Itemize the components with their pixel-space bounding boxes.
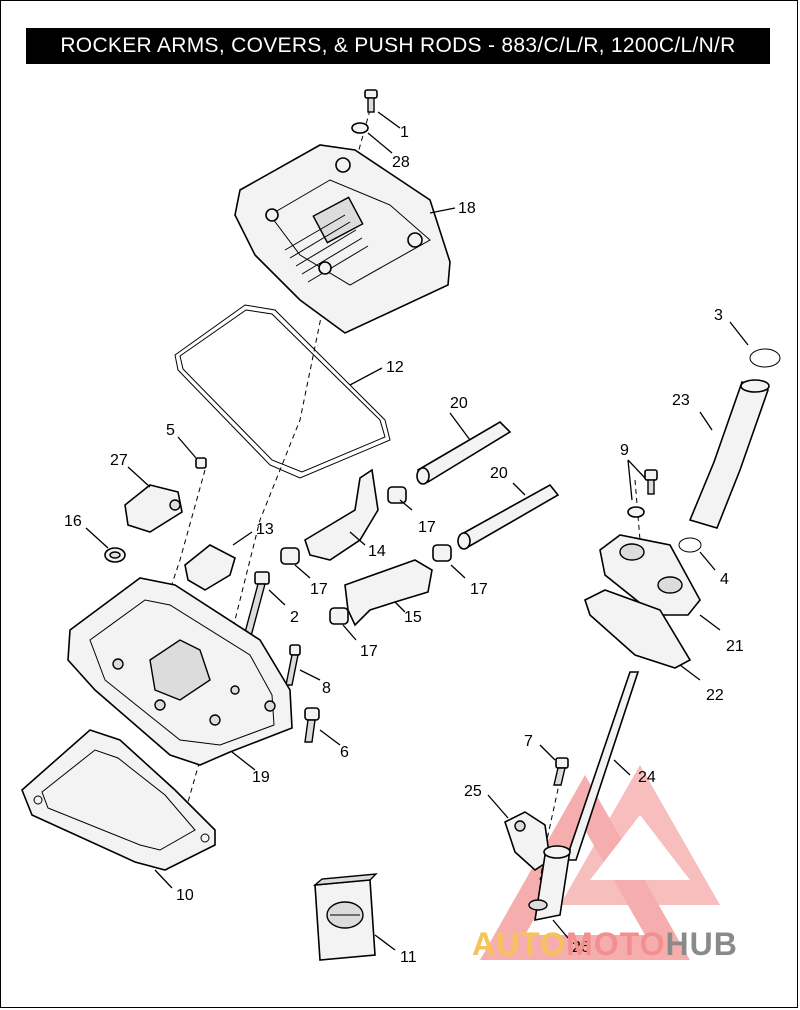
part-11-kit-box — [312, 873, 378, 961]
callout-12: 12 — [386, 359, 404, 376]
part-14-rocker-arm — [304, 468, 379, 561]
part-6-bolt — [304, 707, 320, 743]
callout-20-upper: 20 — [450, 395, 468, 412]
part-10-housing-gasket — [21, 729, 216, 871]
part-28-washer — [351, 122, 369, 134]
callout-leaders — [85, 111, 749, 951]
watermark-text: AUTOMOTOHUB — [472, 926, 738, 963]
part-13-gasket — [184, 544, 236, 591]
part-19-rocker-housing — [67, 577, 293, 766]
callout-11: 11 — [400, 949, 417, 966]
part-18-rocker-cover — [234, 144, 451, 334]
part-16-grommet — [104, 547, 126, 563]
callout-3: 3 — [714, 307, 723, 324]
callout-24: 24 — [638, 769, 656, 786]
callout-6: 6 — [340, 744, 349, 761]
callout-5: 5 — [166, 422, 175, 439]
callout-4: 4 — [720, 571, 729, 588]
callout-17-b: 17 — [310, 581, 328, 598]
callout-20-lower: 20 — [490, 465, 508, 482]
callout-1: 1 — [400, 124, 409, 141]
callout-17-d: 17 — [360, 643, 378, 660]
callout-15: 15 — [404, 609, 422, 626]
callout-10: 10 — [176, 887, 194, 904]
part-17-bushing-d — [329, 607, 349, 625]
watermark-moto: MOTO — [566, 926, 666, 962]
callout-26: 26 — [572, 939, 590, 956]
diagram-title: ROCKER ARMS, COVERS, & PUSH RODS - 883/C… — [26, 28, 770, 64]
callout-17-a: 17 — [418, 519, 436, 536]
part-2-bolt — [242, 571, 270, 641]
callout-23: 23 — [672, 392, 690, 409]
part-7-screw — [553, 757, 569, 786]
callout-7: 7 — [524, 733, 533, 750]
part-9-screw — [627, 469, 658, 518]
part-24-push-rod — [564, 671, 640, 861]
callout-21: 21 — [726, 638, 744, 655]
part-22-gasket — [584, 589, 692, 669]
part-27-breather-cover — [124, 484, 183, 533]
part-26-lifter — [528, 845, 571, 922]
callout-22: 22 — [706, 687, 724, 704]
callout-28: 28 — [392, 154, 410, 171]
watermark-logo-icon — [480, 765, 720, 960]
callout-17-c: 17 — [470, 581, 488, 598]
callout-27: 27 — [110, 452, 128, 469]
part-3-ring — [749, 348, 781, 368]
part-1-screw — [364, 89, 378, 113]
callout-14: 14 — [368, 543, 386, 560]
callout-16: 16 — [64, 513, 82, 530]
part-5-screw — [195, 457, 207, 469]
part-20-rocker-shaft-lower — [457, 483, 560, 550]
part-8-bolt — [285, 644, 301, 686]
callout-8: 8 — [322, 680, 331, 697]
callout-25: 25 — [464, 783, 482, 800]
part-4-o-ring — [678, 537, 702, 553]
callout-2: 2 — [290, 609, 299, 626]
watermark-auto: AUTO — [472, 926, 567, 962]
callout-18: 18 — [458, 200, 476, 217]
part-17-bushing-a — [387, 486, 407, 504]
part-17-bushing-c — [432, 544, 452, 562]
callout-13: 13 — [256, 521, 274, 538]
callout-9: 9 — [620, 442, 629, 459]
part-21-push-rod-keeper — [599, 534, 701, 616]
part-17-bushing-b — [280, 547, 300, 565]
part-12-cover-gasket — [174, 304, 391, 479]
watermark-hub: HUB — [665, 926, 738, 962]
callout-numbers: 1 28 18 3 12 23 20 20 5 27 9 16 13 14 17… — [64, 124, 744, 966]
part-23-push-rod-tube — [688, 379, 770, 529]
part-20-rocker-shaft-upper — [416, 420, 512, 485]
callout-19: 19 — [252, 769, 270, 786]
